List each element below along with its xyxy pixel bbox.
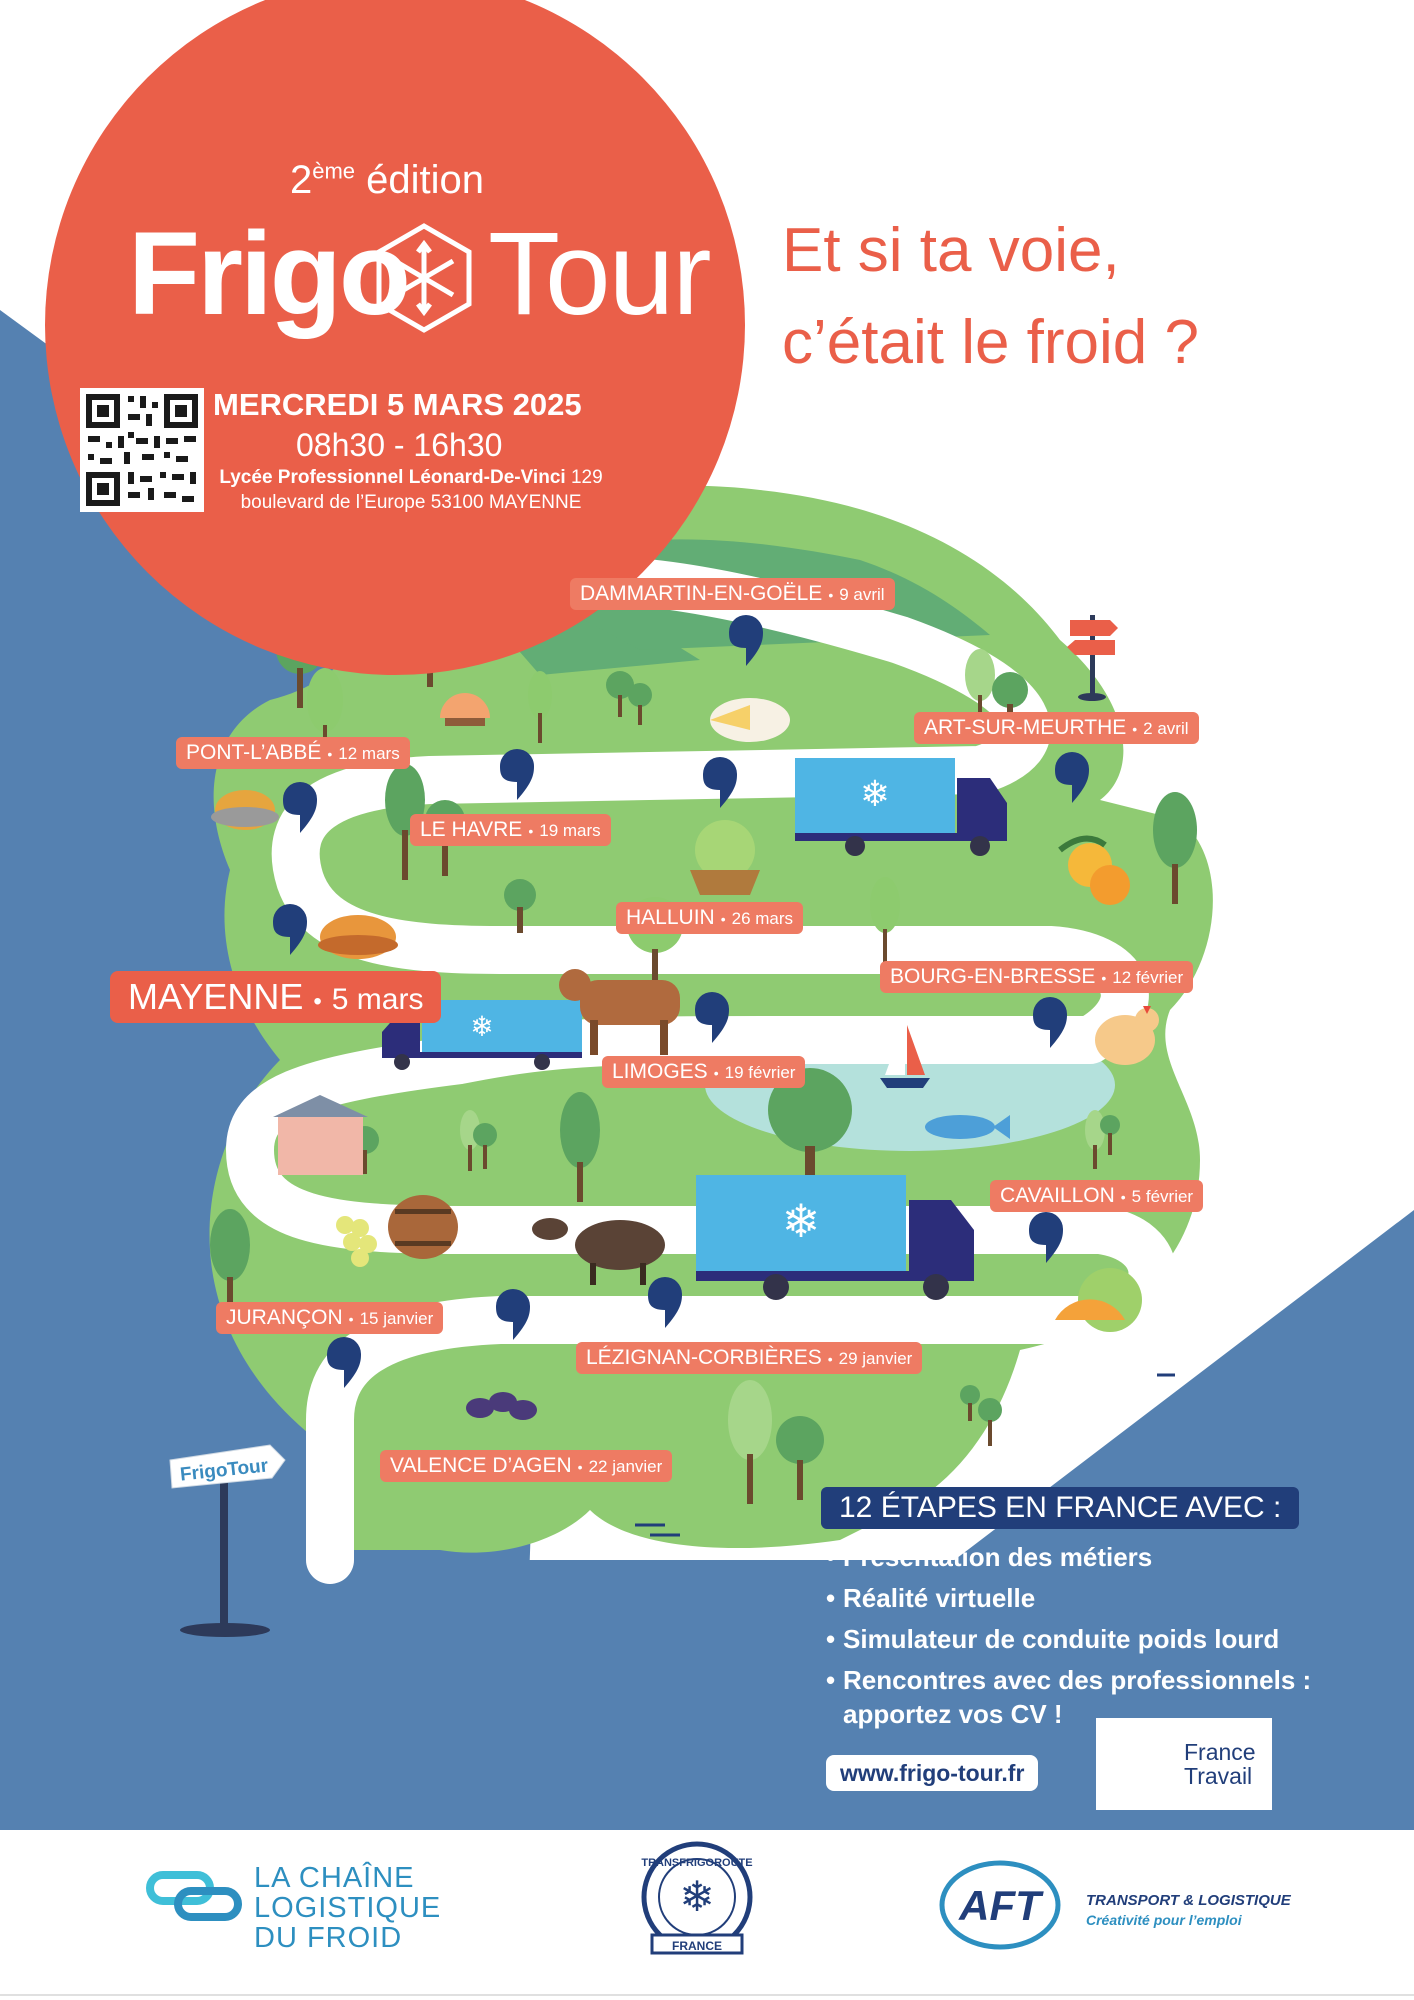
website-link[interactable]: www.frigo-tour.fr [826, 1755, 1039, 1791]
sailboat-icon [880, 1020, 930, 1088]
truck-large-top: ❄ [795, 758, 1007, 856]
fish-icon [925, 1115, 1010, 1139]
cow-icon [559, 969, 680, 1055]
transfrigoroute-arc-text: TRANSFRIGOROUTE [641, 1857, 752, 1869]
stop-label-lezignan-corbieres: LÉZIGNAN-CORBIÈRES•29 janvier [576, 1342, 923, 1374]
melon-icon [1055, 1268, 1142, 1332]
pie-icon [318, 915, 398, 959]
direction-signpost [1067, 615, 1118, 701]
road-dashes [635, 1373, 1175, 1537]
truck-small-mayenne: ❄ [382, 1000, 582, 1070]
qr-code[interactable] [80, 388, 204, 512]
transfrigoroute-country: FRANCE [672, 1939, 722, 1953]
boar-icon [575, 1220, 665, 1285]
event-address: Lycée Professionnel Léonard-De-Vinci 129… [219, 467, 603, 513]
feature-item: Rencontres avec des professionnels :appo… [826, 1663, 1311, 1731]
boar-small-icon [532, 1218, 568, 1240]
cheese-icon [710, 698, 790, 742]
feature-item: Simulateur de conduite poids lourd [826, 1622, 1311, 1656]
barrel-icon [388, 1195, 458, 1259]
stop-label-art-sur-meurthe: ART-SUR-MEURTHE•2 avril [914, 712, 1199, 744]
stop-label-bourg-en-bresse: BOURG-EN-BRESSE•12 février [880, 961, 1194, 993]
scallop-shell-icon [440, 693, 490, 726]
svg-text:❄: ❄ [679, 1872, 714, 1921]
aft-logo-icon: AFT [939, 1860, 1061, 1950]
stop-label-mayenne: MAYENNE•5 mars [110, 971, 442, 1023]
aft-tagline-2: Créativité pour l’emploi [1086, 1912, 1242, 1928]
stop-label-halluin: HALLUIN•26 mars [616, 902, 804, 934]
tagline: Et si ta voie,c’était le froid ? [782, 216, 1199, 377]
brioche-icon [211, 790, 279, 830]
event-hours: 08h30 - 16h30 [296, 427, 503, 463]
edition-label: 2ème édition [290, 158, 485, 202]
grapes-icon [336, 1216, 377, 1267]
header-circle [45, 0, 745, 675]
brand-tour: Tour [488, 208, 712, 340]
france-travail-logo-box [1096, 1718, 1272, 1810]
stop-label-valence-dagen: VALENCE D’AGEN•22 janvier [380, 1450, 673, 1482]
aft-tagline-1: TRANSPORT & LOGISTIQUE [1086, 1892, 1291, 1909]
svg-text:❄: ❄ [860, 774, 890, 815]
chain-logistics-logo-icon [146, 1871, 242, 1921]
stop-label-pont-labbe: PONT-L’ABBÉ•12 mars [176, 737, 410, 769]
brand-frigo: Frigo [128, 208, 411, 340]
stop-label-cavaillon: CAVAILLON•5 février [990, 1180, 1204, 1212]
stop-label-dammartin: DAMMARTIN-EN-GOËLE•9 avril [570, 578, 895, 610]
feature-item: Présentation des métiers [826, 1540, 1311, 1574]
svg-text:AFT: AFT [958, 1882, 1044, 1929]
prunes-icon [466, 1392, 537, 1420]
stop-label-jurancon: JURANÇON•15 janvier [216, 1302, 444, 1334]
truck-large-bottom: ❄ [696, 1175, 974, 1300]
event-date: MERCREDI 5 MARS 2025 [213, 387, 582, 422]
chicken-icon [1095, 1006, 1159, 1065]
frigotour-signpost [169, 1444, 286, 1637]
transfrigoroute-logo-icon: ❄ [641, 1841, 753, 1955]
house-icon [273, 1095, 368, 1175]
svg-text:❄: ❄ [470, 1010, 493, 1043]
map-pin-icons [273, 615, 1089, 1388]
lettuce-basket-icon [690, 820, 760, 895]
apricot-icon [1058, 835, 1130, 905]
snowflake-hexagon-icon [376, 223, 472, 333]
svg-text:❄: ❄ [782, 1194, 821, 1248]
stop-label-le-havre: LE HAVRE•19 mars [410, 814, 611, 846]
feature-item: Réalité virtuelle [826, 1581, 1311, 1615]
steps-title: 12 ÉTAPES EN FRANCE AVEC : [821, 1487, 1300, 1529]
feature-list: Présentation des métiers Réalité virtuel… [826, 1540, 1311, 1738]
stop-label-limoges: LIMOGES•19 février [602, 1056, 806, 1088]
